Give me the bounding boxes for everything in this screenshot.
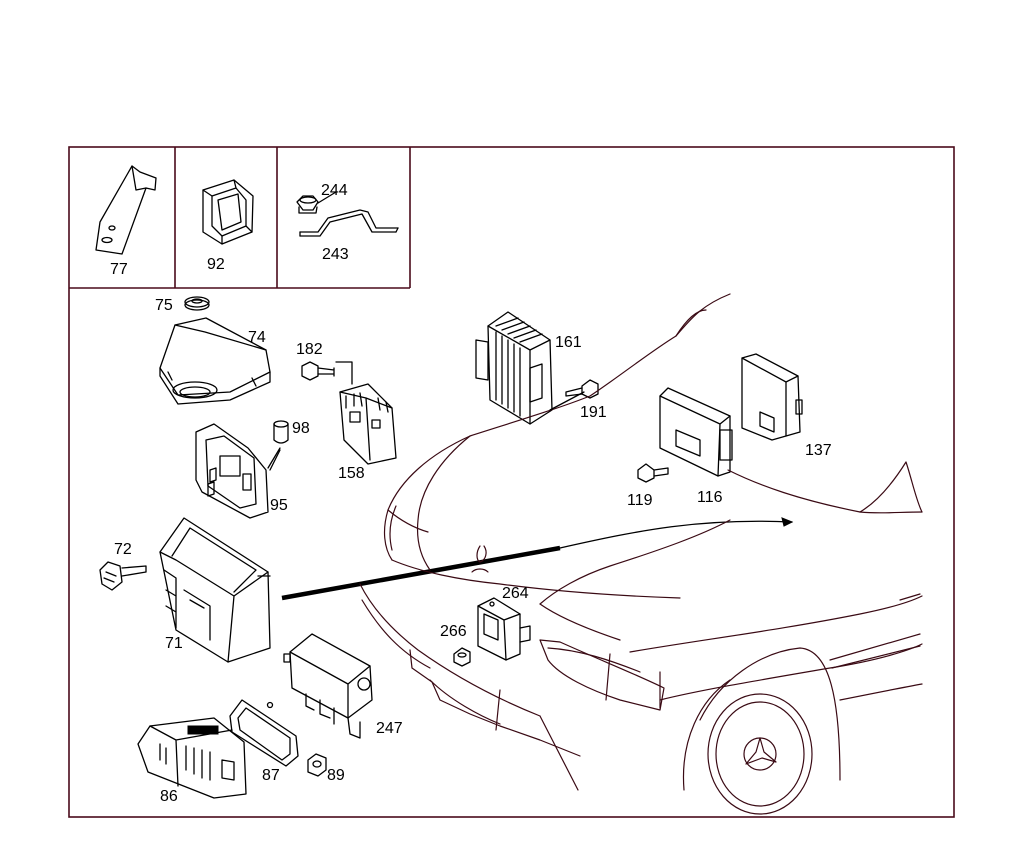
base-86-drawing	[137, 717, 247, 799]
label-116: 116	[697, 489, 723, 506]
inset-boxes	[69, 147, 411, 289]
label-72: 72	[114, 541, 132, 558]
strap-243-drawing	[299, 209, 399, 237]
module-116-drawing	[659, 387, 733, 477]
label-264: 264	[502, 585, 529, 602]
vehicle-outline	[359, 293, 923, 815]
arrowhead	[781, 517, 794, 527]
label-75: 75	[155, 297, 173, 314]
module-158-drawing	[339, 383, 397, 465]
bracket-95-drawing	[195, 423, 269, 519]
module-247-drawing	[283, 633, 373, 739]
leader-lines	[269, 391, 585, 471]
label-89: 89	[327, 767, 345, 784]
label-191: 191	[580, 404, 607, 421]
label-86: 86	[160, 788, 178, 805]
label-119: 119	[627, 492, 653, 509]
label-243: 243	[322, 246, 349, 263]
relay-264-drawing	[477, 597, 531, 661]
fastener-72-drawing	[99, 561, 147, 591]
module-161-drawing	[475, 311, 553, 425]
location-arrow-71	[281, 545, 561, 601]
bracket-77-drawing	[95, 165, 157, 255]
plug-98-drawing	[267, 420, 289, 469]
label-87: 87	[262, 767, 280, 784]
label-266: 266	[440, 623, 467, 640]
nut-244-drawing	[296, 191, 337, 214]
module-137-drawing	[741, 353, 803, 441]
location-arrow-main	[559, 520, 793, 549]
nut-89-drawing	[307, 753, 327, 777]
bolt-119-drawing	[637, 463, 669, 483]
gasket-87-drawing	[229, 699, 299, 767]
diagram-frame	[68, 146, 955, 818]
label-247: 247	[376, 720, 403, 737]
label-77: 77	[110, 261, 128, 278]
housing-71-drawing	[159, 517, 271, 663]
label-137: 137	[805, 442, 832, 459]
label-95: 95	[270, 497, 288, 514]
part-266-drawing	[453, 647, 471, 667]
bolt-182-drawing	[301, 361, 353, 385]
label-244: 244	[321, 182, 348, 199]
label-71: 71	[165, 635, 183, 652]
bolt-191-drawing	[565, 379, 599, 399]
label-92: 92	[207, 256, 225, 273]
grommet-92-drawing	[202, 179, 254, 245]
label-158: 158	[338, 465, 365, 482]
label-98: 98	[292, 420, 310, 437]
label-182: 182	[296, 341, 323, 358]
cap-75-drawing	[184, 296, 210, 311]
label-74: 74	[248, 329, 266, 346]
cover-74-drawing	[159, 317, 271, 405]
label-161: 161	[555, 334, 582, 351]
